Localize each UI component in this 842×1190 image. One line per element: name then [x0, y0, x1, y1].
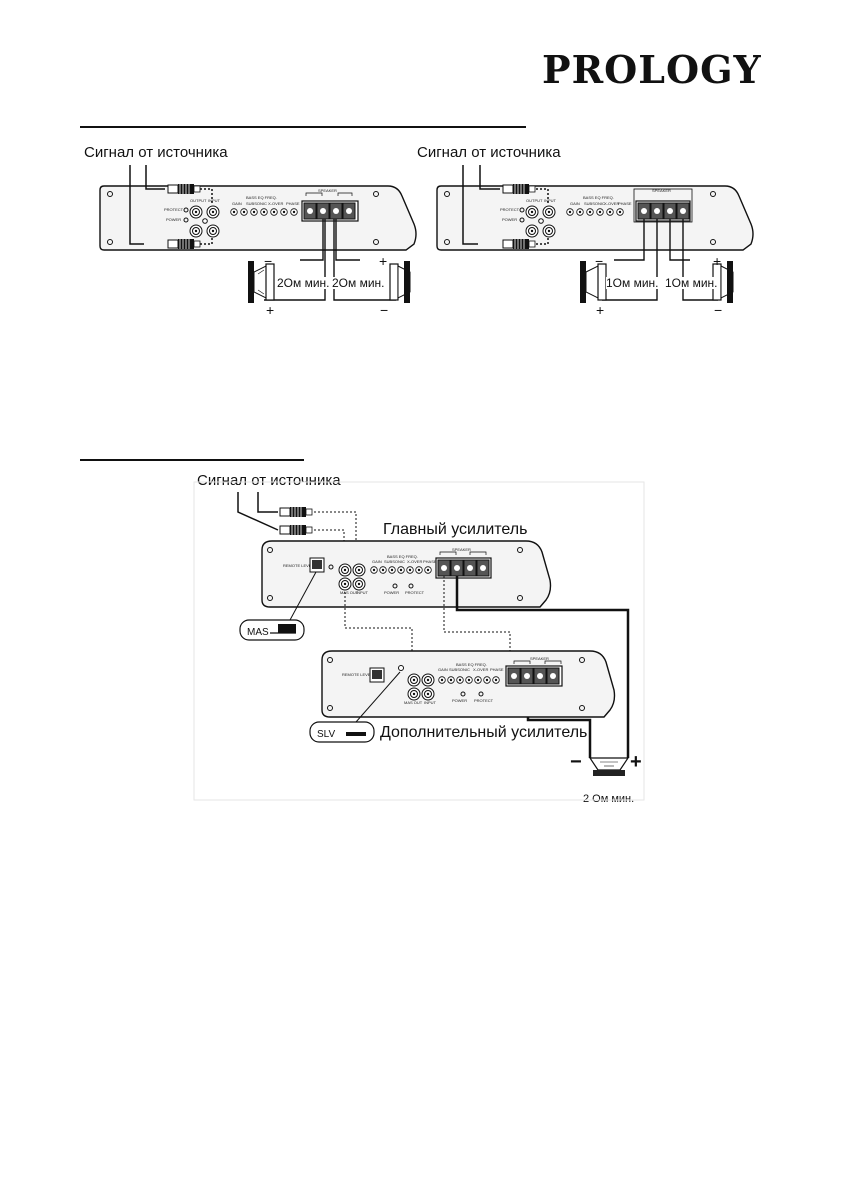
- load-label-2ohm: 2 Ом мин.: [583, 793, 635, 805]
- source-label-right: Сигнал от источника: [417, 144, 561, 161]
- panel-remote-level-master: REMOTE LEVEL: [283, 563, 314, 568]
- panel-label-speaker: SPEAKER: [318, 188, 337, 193]
- panel-label-phase-r: PHASE: [618, 201, 632, 206]
- polarity-minus-sub: −: [570, 751, 582, 773]
- panel-mas-out-slave: MAS OUT: [404, 700, 423, 705]
- panel-power-slave: POWER: [452, 698, 467, 703]
- polarity-minus-2: −: [380, 302, 388, 318]
- panel-phase-slave: PHASE: [490, 667, 504, 672]
- panel-label-bass-eq-r: BASS EQ FREQ.: [583, 195, 614, 200]
- panel-label-protect-r: PROTECT: [500, 207, 520, 212]
- panel-label-xover-r: X-OVER: [604, 201, 619, 206]
- brand-logo: PROLOGY: [542, 47, 762, 92]
- amplifier-left: PROTECT POWER OUTPUT INPUT BASS EQ FREQ.…: [99, 185, 417, 251]
- master-amplifier: REMOTE LEVEL MAS OUT INPUT BASS EQ FREQ.…: [261, 540, 552, 608]
- panel-label-input: INPUT: [208, 198, 221, 203]
- slv-switch: [309, 671, 401, 743]
- load-label-2ohm-left: 2Ом мин.: [277, 276, 330, 290]
- mas-switch: [239, 571, 317, 641]
- panel-label-power: POWER: [166, 217, 181, 222]
- slave-amplifier: REMOTE LEVEL MAS OUT INPUT BASS EQ FREQ.…: [321, 650, 616, 718]
- polarity-plus-3: +: [596, 302, 604, 318]
- panel-label-xover: X-OVER: [268, 201, 283, 206]
- panel-label-subsonic: SUBSONIC: [246, 201, 267, 206]
- mas-label: MAS: [247, 627, 269, 638]
- polarity-plus-sub: +: [630, 751, 642, 773]
- input-cables-left: [129, 165, 213, 245]
- slave-amp-label: Дополнительный усилитель: [380, 724, 588, 741]
- panel-protect-slave: PROTECT: [474, 698, 494, 703]
- source-cables-master: [237, 492, 279, 531]
- source-label-left: Сигнал от источника: [84, 144, 228, 161]
- main-amp-label: Главный усилитель: [383, 521, 528, 538]
- polarity-minus-4: −: [714, 302, 722, 318]
- panel-bass-eq-master: BASS EQ FREQ.: [387, 554, 418, 559]
- speaker-subwoofer: [588, 757, 630, 776]
- panel-label-phase: PHASE: [286, 201, 300, 206]
- polarity-minus-3: −: [595, 253, 603, 269]
- panel-subsonic-slave: SUBSONIC: [449, 667, 470, 672]
- panel-label-speaker-r: SPEAKER: [652, 188, 671, 193]
- panel-power-master: POWER: [384, 590, 399, 595]
- panel-mas-out-master: MAS OUT: [340, 590, 359, 595]
- panel-gain-slave: GAIN: [438, 667, 448, 672]
- speaker-left-b: [389, 261, 411, 303]
- panel-bass-eq-slave: BASS EQ FREQ.: [456, 662, 487, 667]
- panel-gain-master: GAIN: [372, 559, 382, 564]
- panel-speaker-master: SPEAKER: [452, 547, 471, 552]
- panel-xover-slave: X-OVER: [473, 667, 488, 672]
- load-label-2ohm-right: 2Ом мин.: [332, 276, 385, 290]
- panel-phase-master: PHASE: [423, 559, 437, 564]
- source-label-master: Сигнал от источника: [197, 472, 341, 489]
- polarity-minus-1: −: [264, 253, 272, 269]
- panel-label-output-r: OUTPUT: [526, 198, 543, 203]
- amplifier-right: PROTECT POWER OUTPUT INPUT BASS EQ FREQ.…: [436, 185, 754, 251]
- input-cables-right: [462, 165, 549, 245]
- panel-label-gain: GAIN: [232, 201, 242, 206]
- panel-input-slave: INPUT: [424, 700, 437, 705]
- panel-label-bass-eq: BASS EQ FREQ.: [246, 195, 277, 200]
- panel-xover-master: X-OVER: [407, 559, 422, 564]
- panel-label-output: OUTPUT: [190, 198, 207, 203]
- load-label-1ohm-left: 1Ом мин.: [606, 276, 659, 290]
- panel-label-gain-r: GAIN: [570, 201, 580, 206]
- polarity-plus-1: +: [266, 302, 274, 318]
- panel-speaker-slave: SPEAKER: [530, 656, 549, 661]
- speaker-left-a: [248, 261, 275, 303]
- panel-label-protect: PROTECT: [164, 207, 184, 212]
- panel-input-master: INPUT: [356, 590, 369, 595]
- panel-remote-level-slave: REMOTE LEVEL: [342, 672, 373, 677]
- polarity-plus-2: +: [379, 253, 387, 269]
- dashed-link-master-slave: [344, 576, 511, 668]
- speaker-wires-left: [264, 219, 396, 301]
- section-rule-1: [80, 126, 526, 128]
- panel-label-input-r: INPUT: [544, 198, 557, 203]
- panel-subsonic-master: SUBSONIC: [384, 559, 405, 564]
- speaker-wires-right: [602, 219, 718, 301]
- speaker-right-a: [580, 261, 607, 303]
- load-label-1ohm-right: 1Ом мин.: [665, 276, 718, 290]
- panel-label-power-r: POWER: [502, 217, 517, 222]
- panel-label-subsonic-r: SUBSONIC: [584, 201, 605, 206]
- slv-label: SLV: [317, 729, 335, 740]
- panel-protect-master: PROTECT: [405, 590, 425, 595]
- polarity-plus-4: +: [713, 253, 721, 269]
- section-rule-2: [80, 459, 304, 461]
